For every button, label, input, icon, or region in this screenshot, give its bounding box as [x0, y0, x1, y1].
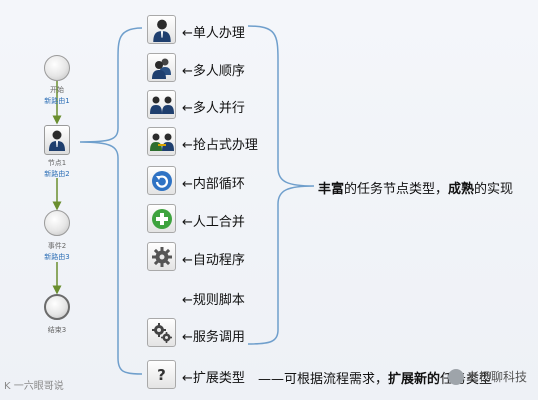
event-node-2: [44, 210, 70, 236]
single-person-icon: [152, 19, 171, 42]
bottom-caption-bold: 扩展新的: [388, 372, 441, 387]
item-icon-box-7: [147, 242, 176, 271]
item-label-9: ←服务调用: [182, 330, 245, 345]
item-label-8: ←规则脚本: [182, 293, 245, 308]
right-caption-bold-2: 成熟: [448, 182, 475, 197]
wechat-logo-icon: [448, 368, 464, 385]
start-label: 开始: [50, 86, 64, 94]
item-label-5: ←内部循环: [182, 177, 245, 192]
end-label-3: 结束3: [47, 326, 67, 334]
task-label-1: 节点1: [47, 159, 67, 167]
flow-label-1: 新路由1: [44, 97, 70, 105]
loop-icon: [151, 170, 172, 191]
item-label-1: ←单人办理: [182, 26, 245, 41]
gears-icon: [151, 322, 172, 343]
item-icon-box-3: [147, 90, 176, 119]
right-caption-bold-1: 丰富: [318, 182, 345, 197]
item-icon-box-5: [147, 166, 176, 195]
question-icon: ?: [157, 365, 166, 384]
right-caption: 丰富的任务节点类型，成熟的实现: [318, 178, 513, 197]
right-caption-mid: 的任务节点类型，: [344, 182, 449, 197]
flow-label-3: 新路由3: [44, 253, 70, 261]
end-node-3: [44, 294, 70, 320]
merge-plus-icon: [151, 208, 172, 229]
grab-handle-icon: [149, 133, 174, 151]
watermark-right-text: 老杨聊科技: [467, 370, 528, 384]
item-icon-box-8: [147, 282, 176, 311]
gear-icon: [151, 246, 172, 267]
item-icon-box-9: [147, 318, 176, 347]
item-label-4: ←抢占式办理: [182, 138, 258, 153]
item-label-10: ←扩展类型: [182, 371, 245, 386]
start-node: [44, 55, 70, 81]
multi-person-sequence-icon: [151, 58, 171, 79]
item-icon-box-10: ?: [147, 360, 176, 389]
item-label-2: ←多人顺序: [182, 64, 245, 79]
item-icon-box-2: [147, 53, 176, 82]
right-caption-tail: 的实现: [474, 182, 514, 197]
single-person-icon: [49, 130, 65, 151]
multi-person-parallel-icon: [149, 96, 174, 114]
item-icon-box-4: [147, 127, 176, 156]
task-node-1: [44, 125, 70, 155]
watermark-right: 老杨聊科技: [448, 368, 527, 385]
item-label-7: ←自动程序: [182, 253, 245, 268]
item-icon-box-1: [147, 15, 176, 44]
bottom-caption-prefix: ——可根据流程需求，: [258, 372, 389, 387]
item-label-6: ←人工合并: [182, 215, 245, 230]
item-label-3: ←多人并行: [182, 101, 245, 116]
event-label-2: 事件2: [47, 242, 67, 250]
item-icon-box-6: [147, 204, 176, 233]
flow-label-2: 新路由2: [44, 170, 70, 178]
watermark-left: K 一六眼哥说: [4, 381, 64, 392]
